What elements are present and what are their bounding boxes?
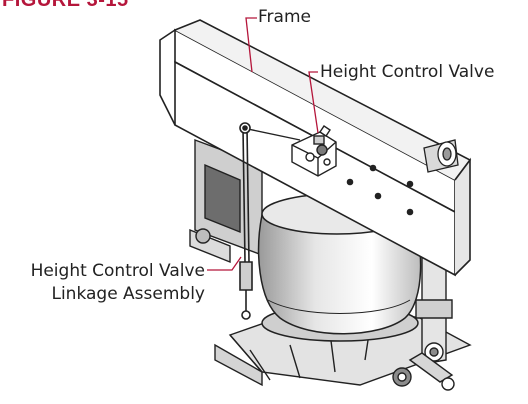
height-control-valve-callout: Height Control Valve xyxy=(320,62,495,82)
height-control-valve xyxy=(291,125,337,177)
linkage-leader xyxy=(207,256,242,271)
linkage-callout-line1: Height Control Valve xyxy=(30,261,205,281)
linkage-callout-line2: Linkage Assembly xyxy=(51,284,205,304)
leader-lines xyxy=(207,17,319,271)
linkage-rod xyxy=(239,122,301,320)
figure-title: FIGURE 3-15 xyxy=(2,0,129,11)
frame-end-fitting xyxy=(423,139,459,173)
frame-leader xyxy=(245,17,257,73)
valve-leader xyxy=(308,71,319,134)
frame-callout: Frame xyxy=(258,7,311,27)
